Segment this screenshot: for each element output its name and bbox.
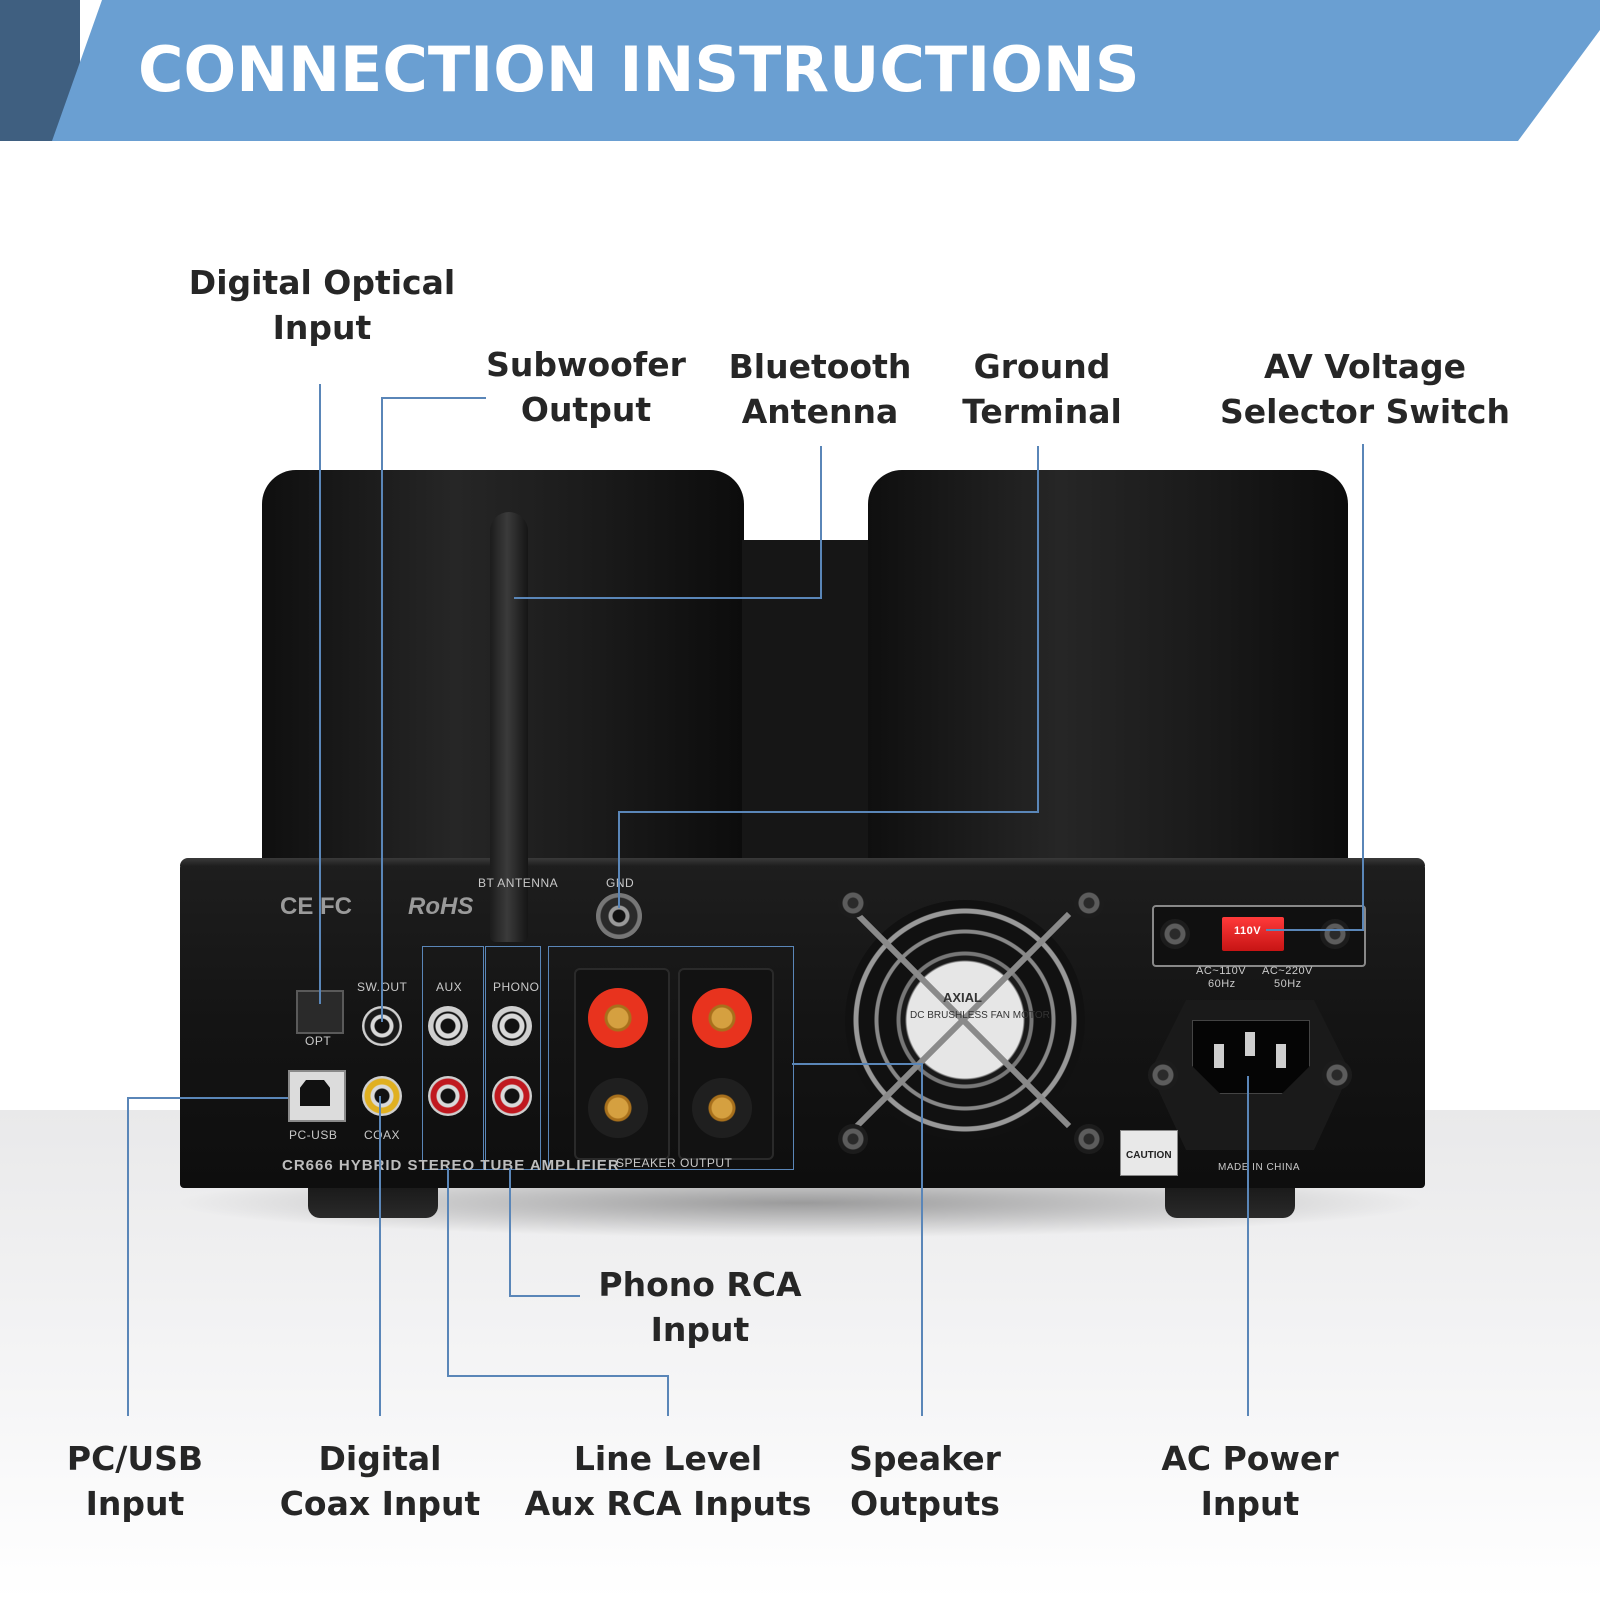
left-positive-binding-post[interactable] xyxy=(588,988,648,1048)
bluetooth-antenna[interactable] xyxy=(490,512,528,942)
right-positive-binding-post[interactable] xyxy=(692,988,752,1048)
fan-screw xyxy=(1074,888,1104,918)
ac-pin xyxy=(1276,1044,1286,1068)
ce-fc-marks: CE FC xyxy=(280,893,352,920)
leader-ground xyxy=(618,446,1039,908)
leader-bluetooth xyxy=(514,446,822,599)
pc-usb-label: PC-USB xyxy=(289,1128,338,1142)
leader-speaker xyxy=(792,1063,923,1416)
leader-line-level xyxy=(447,1168,669,1416)
right-transformer-cover xyxy=(868,470,1348,870)
ac-pin xyxy=(1214,1044,1224,1068)
opt-label: OPT xyxy=(305,1034,332,1048)
leader-phono xyxy=(509,1168,580,1297)
leader-subwoofer xyxy=(381,397,486,1022)
speaker-group-outline xyxy=(548,946,794,1170)
ac-pin xyxy=(1245,1032,1255,1056)
phono-left-jack[interactable] xyxy=(492,1006,532,1046)
usb-socket xyxy=(300,1080,330,1106)
label-ac-power: AC Power Input xyxy=(1161,1439,1339,1523)
label-phono: Phono RCA Input xyxy=(598,1265,802,1349)
fan-screw xyxy=(1074,1124,1104,1154)
voltage-selector-switch[interactable] xyxy=(1222,917,1284,951)
bt-antenna-label: BT ANTENNA xyxy=(478,876,559,890)
label-subwoofer: Subwoofer Output xyxy=(486,345,686,429)
leader-pc-usb xyxy=(127,1097,288,1416)
switch-screw xyxy=(1320,919,1350,949)
made-in-label: MADE IN CHINA xyxy=(1218,1162,1301,1173)
chassis-edge xyxy=(180,858,1425,866)
label-speaker: Speaker Outputs xyxy=(849,1439,1001,1523)
fan-screw xyxy=(838,1124,868,1154)
switch-screw xyxy=(1160,919,1190,949)
caution-label: CAUTION xyxy=(1126,1150,1172,1161)
ac-110-label: AC~110V xyxy=(1196,965,1247,977)
fan-brand-label: AXIAL xyxy=(943,990,982,1005)
label-line-level: Line Level Aux RCA Inputs xyxy=(524,1439,812,1523)
leader-av-voltage xyxy=(1266,444,1364,931)
phono-right-jack[interactable] xyxy=(492,1076,532,1116)
label-coax: Digital Coax Input xyxy=(279,1439,481,1523)
left-negative-binding-post[interactable] xyxy=(588,1078,648,1138)
aux-left-jack[interactable] xyxy=(428,1006,468,1046)
label-digital-optical: Digital Optical Input xyxy=(188,263,456,347)
center-housing xyxy=(742,540,872,870)
coax-input-jack[interactable] xyxy=(362,1076,402,1116)
hz-60-label: 60Hz xyxy=(1208,978,1236,990)
hz-50-label: 50Hz xyxy=(1274,978,1302,990)
inlet-screw xyxy=(1322,1060,1352,1090)
ac-220-label: AC~220V xyxy=(1262,965,1313,977)
fan-screw xyxy=(838,888,868,918)
aux-group-outline xyxy=(422,946,484,1170)
title-banner xyxy=(52,0,1600,141)
label-av-voltage: AV Voltage Selector Switch xyxy=(1219,347,1510,431)
model-label: CR666 HYBRID STEREO TUBE AMPLIFIER xyxy=(282,1157,620,1174)
speaker-output-label: SPEAKER OUTPUT xyxy=(616,1156,733,1170)
rohs-mark: RoHS xyxy=(408,893,474,920)
label-ground: Ground Terminal xyxy=(962,347,1122,431)
aux-right-jack[interactable] xyxy=(428,1076,468,1116)
phono-label: PHONO xyxy=(493,980,540,994)
aux-label: AUX xyxy=(436,980,463,994)
coax-label: COAX xyxy=(364,1128,401,1142)
ac-power-socket[interactable] xyxy=(1192,1020,1310,1094)
inlet-screw xyxy=(1148,1060,1178,1090)
phono-group-outline xyxy=(485,946,541,1170)
label-pc-usb: PC/USB Input xyxy=(66,1439,204,1523)
caution-sticker xyxy=(1120,1130,1178,1176)
right-negative-binding-post[interactable] xyxy=(692,1078,752,1138)
floor-backdrop xyxy=(0,1110,1600,1600)
fan-model-label: DC BRUSHLESS FAN MOTOR xyxy=(910,1010,1050,1021)
label-bluetooth: Bluetooth Antenna xyxy=(728,347,912,431)
switch-value: 110V xyxy=(1234,925,1262,937)
page-title: CONNECTION INSTRUCTIONS xyxy=(138,33,1140,106)
